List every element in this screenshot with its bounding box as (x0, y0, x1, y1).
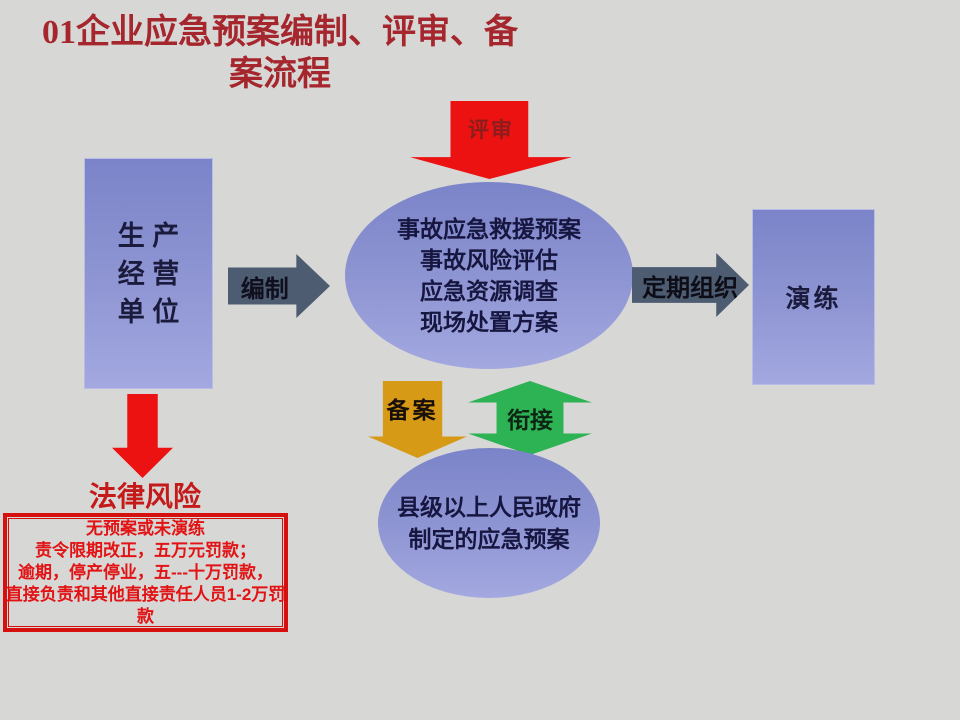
legal-risk-label: 法律风险 (88, 482, 201, 513)
review-arrow-icon: 评审 (410, 101, 572, 179)
plan-ellipse-label: 事故应急救援预案 事故风险评估 应急资源调查 现场处置方案 (397, 215, 581, 335)
drill-box: 演练 (752, 209, 875, 385)
organize-arrow-icon: 定期组织 (632, 253, 749, 317)
page-title: 01企业应急预案编制、评审、备 案流程 (42, 14, 518, 93)
organize-arrow-label: 定期组织 (642, 274, 739, 302)
link-arrow-icon: 衔接 (468, 381, 592, 455)
producer-unit-box: 生 产 经 营 单 位 (84, 158, 213, 389)
penalty-text: 无预案或未演练 责令限期改正，五万元罚款； 逾期，停产停业，五---十万罚款， … (5, 518, 286, 626)
government-ellipse-label: 县级以上人民政府 制定的应急预案 (397, 494, 581, 552)
compile-arrow-label: 编制 (240, 275, 289, 303)
plan-ellipse: 事故应急救援预案 事故风险评估 应急资源调查 现场处置方案 (345, 182, 633, 369)
legal-risk-arrow-icon (112, 394, 173, 478)
producer-unit-label: 生 产 经 营 单 位 (117, 220, 180, 327)
compile-arrow-icon: 编制 (228, 254, 330, 318)
drill-label: 演练 (785, 285, 842, 313)
government-ellipse: 县级以上人民政府 制定的应急预案 (378, 448, 600, 598)
review-arrow-label: 评审 (468, 119, 514, 143)
penalty-box: 无预案或未演练 责令限期改正，五万元罚款； 逾期，停产停业，五---十万罚款， … (3, 513, 288, 632)
link-arrow-label: 衔接 (507, 406, 553, 433)
filing-arrow-icon: 备案 (368, 381, 467, 458)
filing-arrow-label: 备案 (386, 396, 439, 423)
